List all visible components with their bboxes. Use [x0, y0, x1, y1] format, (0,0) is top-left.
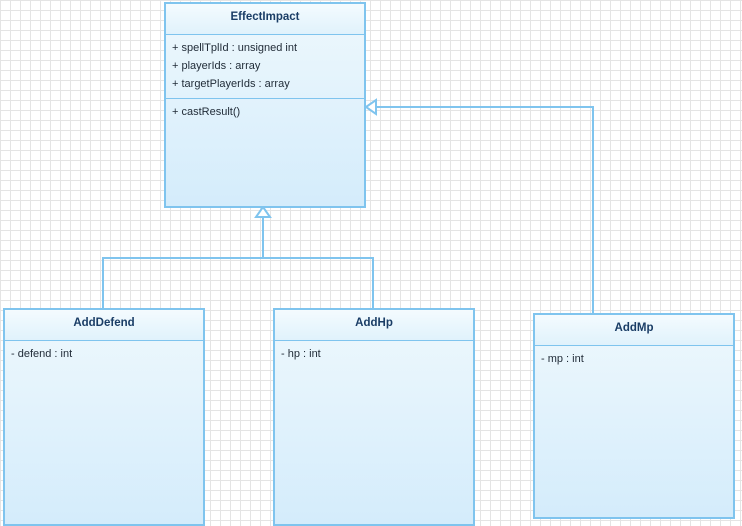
class-name: AddDefend: [5, 310, 203, 341]
inheritance-arrow-right: [364, 98, 377, 116]
connector-add-hp[interactable]: [263, 257, 374, 308]
class-add-defend[interactable]: AddDefend - defend : int: [3, 308, 205, 526]
attribute: + targetPlayerIds : array: [172, 78, 290, 90]
attributes-section: - hp : int: [275, 341, 473, 366]
attributes-section: - defend : int: [5, 341, 203, 366]
class-add-mp[interactable]: AddMp - mp : int: [533, 313, 735, 519]
attribute: - hp : int: [281, 348, 321, 360]
attributes-section: + spellTplId : unsigned int + playerIds …: [166, 35, 364, 99]
class-name: AddHp: [275, 310, 473, 341]
attribute: + playerIds : array: [172, 60, 261, 72]
attributes-section: - mp : int: [535, 346, 733, 371]
connector-add-mp[interactable]: [376, 106, 594, 313]
class-add-hp[interactable]: AddHp - hp : int: [273, 308, 475, 526]
method: + castResult(): [172, 106, 241, 118]
attribute: - mp : int: [541, 353, 584, 365]
inheritance-arrow-bottom: [254, 205, 272, 218]
methods-section: + castResult(): [166, 99, 364, 124]
class-effect-impact[interactable]: EffectImpact + spellTplId : unsigned int…: [164, 2, 366, 208]
attribute: - defend : int: [11, 348, 73, 360]
connector-add-defend[interactable]: [102, 257, 263, 308]
class-name: EffectImpact: [166, 4, 364, 35]
attribute: + spellTplId : unsigned int: [172, 42, 298, 54]
class-name: AddMp: [535, 315, 733, 346]
